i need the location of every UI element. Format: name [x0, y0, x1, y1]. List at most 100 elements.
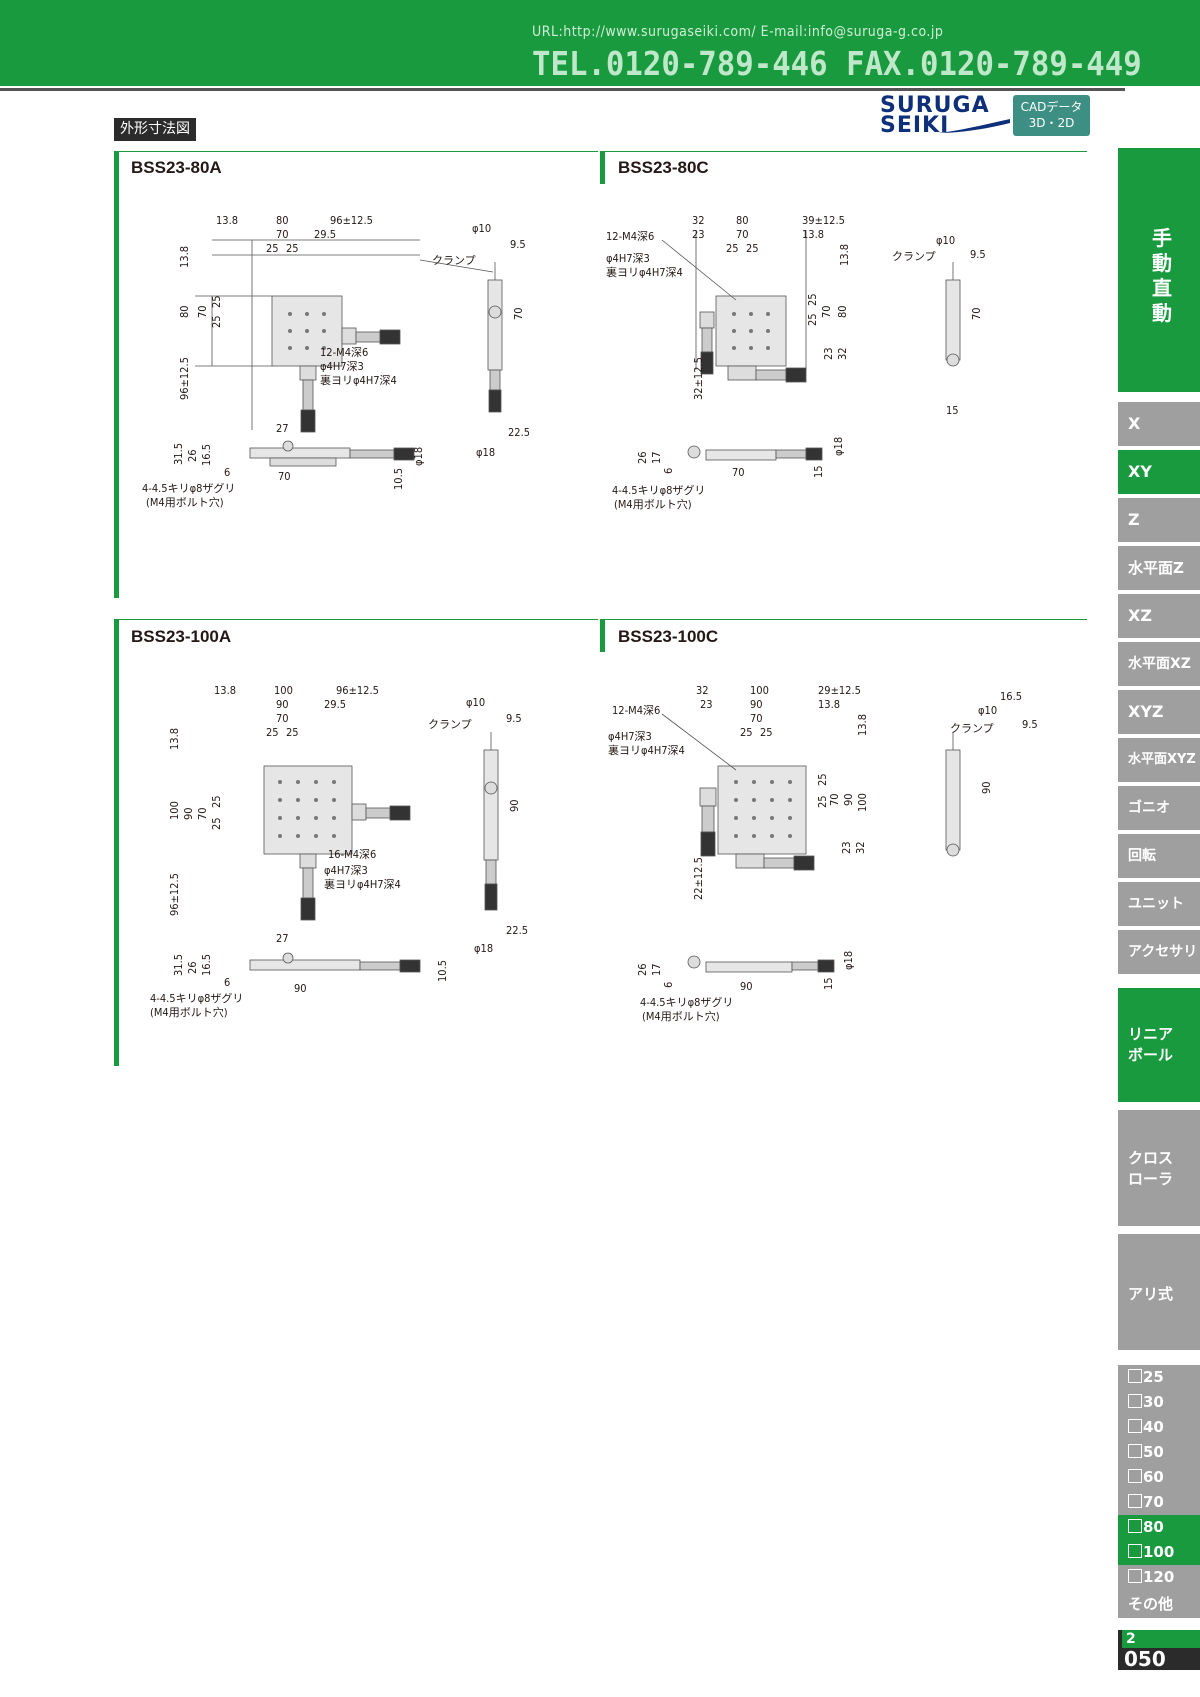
square-icon — [1128, 1469, 1142, 1483]
tab-dovetail[interactable]: アリ式 — [1118, 1234, 1200, 1350]
svg-text:27: 27 — [276, 932, 289, 945]
svg-text:(M4用ボルト穴): (M4用ボルト穴) — [614, 497, 692, 511]
size-tab-100[interactable]: 100 — [1118, 1540, 1200, 1565]
svg-text:70: 70 — [828, 793, 841, 806]
svg-text:25: 25 — [266, 726, 279, 739]
svg-text:4-4.5キリφ8ザグリ: 4-4.5キリφ8ザグリ — [150, 991, 243, 1005]
svg-text:96±12.5: 96±12.5 — [330, 214, 373, 227]
svg-text:70: 70 — [512, 307, 525, 320]
panel-title-bss23-80a: BSS23-80A — [131, 158, 222, 177]
svg-text:25: 25 — [816, 773, 829, 786]
svg-text:90: 90 — [294, 982, 307, 995]
panel-bar — [600, 619, 605, 652]
size-tab-50[interactable]: 50 — [1118, 1440, 1200, 1465]
size-tab-30[interactable]: 30 — [1118, 1390, 1200, 1415]
svg-text:裏ヨリφ4H7深4: 裏ヨリφ4H7深4 — [320, 373, 397, 387]
size-tab-120[interactable]: 120 — [1118, 1565, 1200, 1590]
svg-text:6: 6 — [662, 468, 675, 474]
svg-text:100: 100 — [856, 793, 869, 812]
svg-text:13.8: 13.8 — [214, 684, 236, 697]
svg-text:22.5: 22.5 — [506, 924, 528, 937]
svg-text:φ4H7深3: φ4H7深3 — [608, 730, 652, 743]
svg-text:32±12.5: 32±12.5 — [692, 357, 705, 400]
sidebar-main-tab[interactable]: 手 動 直 動 — [1118, 148, 1200, 392]
svg-text:29.5: 29.5 — [314, 228, 336, 241]
svg-text:13.8: 13.8 — [216, 214, 238, 227]
svg-text:25: 25 — [760, 726, 773, 739]
panel-bar — [600, 151, 605, 184]
tab-xyz[interactable]: XYZ — [1118, 690, 1200, 734]
tab-rotation[interactable]: 回転 — [1118, 834, 1200, 878]
svg-text:6: 6 — [224, 466, 230, 479]
panel-rule — [600, 619, 1087, 620]
svg-text:29.5: 29.5 — [324, 698, 346, 711]
svg-text:15: 15 — [822, 977, 835, 990]
page-number-block: 2 050 — [1118, 1630, 1200, 1670]
svg-text:23: 23 — [692, 228, 705, 241]
tab-horizontal-xz[interactable]: 水平面XZ — [1118, 642, 1200, 686]
svg-text:90: 90 — [182, 807, 195, 820]
svg-text:9.5: 9.5 — [506, 712, 522, 725]
svg-text:クランプ: クランプ — [892, 250, 936, 263]
svg-text:70: 70 — [196, 305, 209, 318]
svg-text:100: 100 — [168, 801, 181, 820]
svg-text:26: 26 — [186, 449, 199, 462]
svg-text:25: 25 — [286, 726, 299, 739]
tab-horizontal-z[interactable]: 水平面Z — [1118, 546, 1200, 590]
tab-xy[interactable]: XY — [1118, 450, 1200, 494]
svg-text:32: 32 — [854, 841, 867, 854]
tab-z[interactable]: Z — [1118, 498, 1200, 542]
svg-text:29±12.5: 29±12.5 — [818, 684, 861, 697]
svg-text:70: 70 — [732, 466, 745, 479]
size-tab-60[interactable]: 60 — [1118, 1465, 1200, 1490]
tab-horizontal-xyz[interactable]: 水平面XYZ — [1118, 738, 1200, 782]
svg-text:23: 23 — [700, 698, 713, 711]
svg-text:4-4.5キリφ8ザグリ: 4-4.5キリφ8ザグリ — [142, 481, 235, 495]
tab-accessory[interactable]: アクセサリ — [1118, 930, 1200, 974]
svg-text:80: 80 — [836, 305, 849, 318]
svg-text:13.8: 13.8 — [168, 728, 181, 750]
size-tab-80[interactable]: 80 — [1118, 1515, 1200, 1540]
svg-text:70: 70 — [278, 470, 291, 483]
svg-text:31.5: 31.5 — [172, 443, 185, 465]
svg-text:16.5: 16.5 — [200, 444, 213, 466]
tab-xz[interactable]: XZ — [1118, 594, 1200, 638]
size-tab-25[interactable]: 25 — [1118, 1365, 1200, 1390]
svg-text:(M4用ボルト穴): (M4用ボルト穴) — [146, 495, 224, 509]
svg-text:クランプ: クランプ — [428, 718, 472, 731]
svg-text:27: 27 — [276, 422, 289, 435]
svg-text:16.5: 16.5 — [200, 954, 213, 976]
tab-gonio[interactable]: ゴニオ — [1118, 786, 1200, 830]
size-tab-70[interactable]: 70 — [1118, 1490, 1200, 1515]
tab-cross-roller[interactable]: クロス ローラ — [1118, 1110, 1200, 1226]
svg-text:25: 25 — [210, 315, 223, 328]
svg-text:13.8: 13.8 — [178, 246, 191, 268]
square-icon — [1128, 1444, 1142, 1458]
svg-text:25: 25 — [740, 726, 753, 739]
size-tab-40[interactable]: 40 — [1118, 1415, 1200, 1440]
svg-text:22±12.5: 22±12.5 — [692, 857, 705, 900]
svg-text:70: 70 — [276, 712, 289, 725]
svg-text:22.5: 22.5 — [508, 426, 530, 439]
contact-tel-line: TEL.0120-789-446 FAX.0120-789-449 — [532, 44, 1142, 83]
svg-text:4-4.5キリφ8ザグリ: 4-4.5キリφ8ザグリ — [640, 995, 733, 1009]
drawing-bss23-100a: 13.8 100 96±12.5 90 29.5 70 25 25 13.8 1… — [150, 684, 528, 1019]
svg-text:25: 25 — [726, 242, 739, 255]
svg-text:32: 32 — [696, 684, 709, 697]
svg-text:70: 70 — [736, 228, 749, 241]
svg-text:26: 26 — [636, 963, 649, 976]
svg-text:12-M4深6: 12-M4深6 — [606, 230, 654, 243]
svg-text:4-4.5キリφ8ザグリ: 4-4.5キリφ8ザグリ — [612, 483, 705, 497]
header-rule — [0, 88, 1125, 91]
cad-data-badge[interactable]: CADデータ 3D・2D — [1013, 95, 1090, 136]
section-label: 外形寸法図 — [114, 118, 196, 141]
svg-text:φ18: φ18 — [412, 447, 425, 466]
size-tab-other[interactable]: その他 — [1118, 1590, 1200, 1618]
svg-text:9.5: 9.5 — [1022, 718, 1038, 731]
tab-unit[interactable]: ユニット — [1118, 882, 1200, 926]
tab-x[interactable]: X — [1118, 402, 1200, 446]
svg-text:96±12.5: 96±12.5 — [178, 357, 191, 400]
tab-linear-ball[interactable]: リニア ボール — [1118, 988, 1200, 1102]
page-number: 050 — [1124, 1647, 1166, 1671]
svg-text:70: 70 — [820, 305, 833, 318]
